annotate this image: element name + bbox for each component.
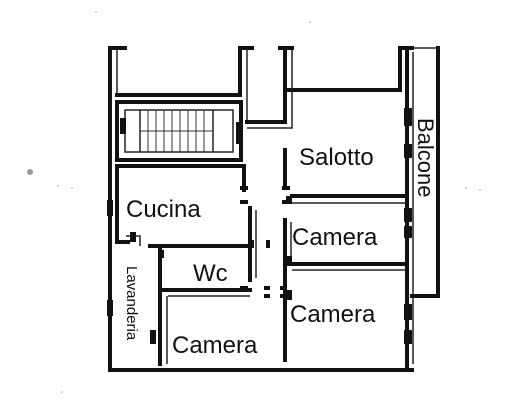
room-label-salotto: Salotto <box>299 144 374 171</box>
room-label-lavanderia: Lavanderia <box>123 266 140 341</box>
stairwell <box>115 100 243 162</box>
room-label-wc: Wc <box>193 260 228 287</box>
windows <box>107 108 412 344</box>
room-label-balcone: Balcone <box>413 118 438 198</box>
room-label-camera-right: Camera <box>290 301 376 328</box>
room-label-camera-bottom: Camera <box>172 332 258 359</box>
stair-treads <box>147 110 205 152</box>
door-marks <box>130 186 292 300</box>
room-label-camera-mid: Camera <box>292 224 378 251</box>
room-label-cucina: Cucina <box>126 196 201 223</box>
scan-noise <box>27 11 481 393</box>
